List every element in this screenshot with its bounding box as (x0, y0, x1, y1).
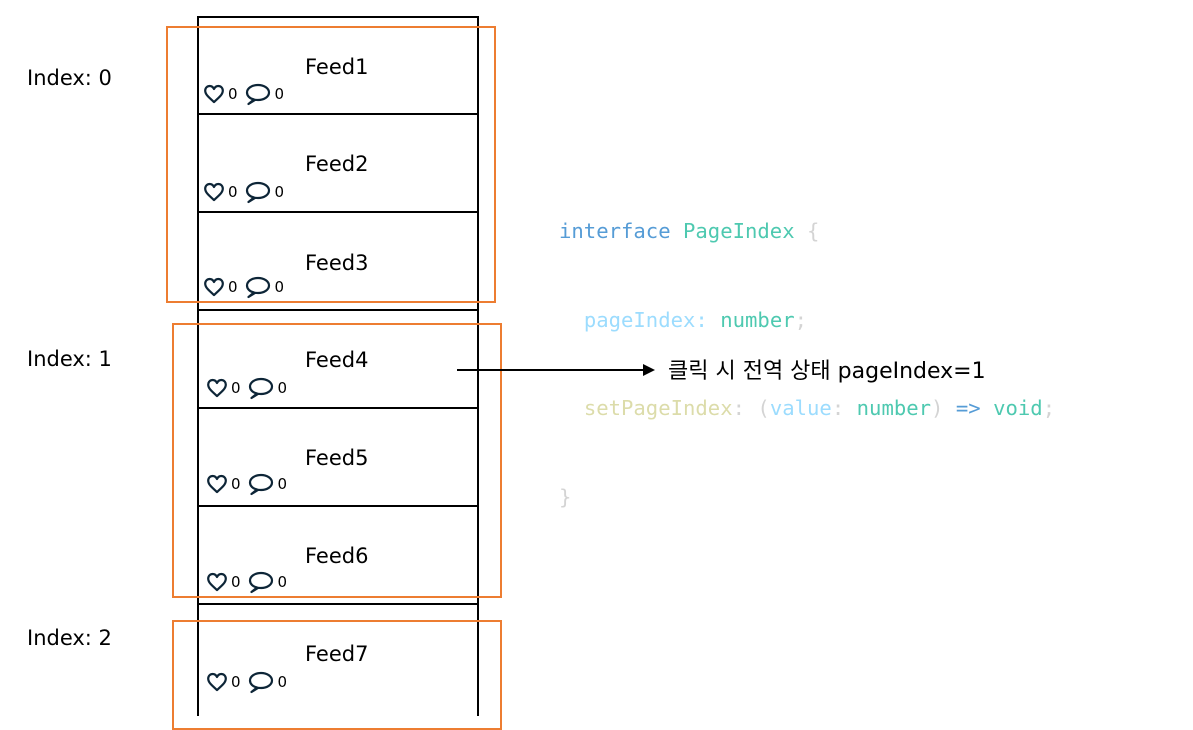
speech-bubble-icon (248, 671, 275, 694)
feed-divider (197, 309, 479, 311)
heart-icon (206, 572, 228, 592)
feed-title: Feed2 (305, 152, 369, 176)
feed-title: Feed7 (305, 642, 369, 666)
feed-title: Feed6 (305, 544, 369, 568)
heart-icon (206, 474, 228, 494)
comment-count: 0 (277, 573, 288, 591)
heart-icon (206, 672, 228, 692)
code-semicolon: ; (1042, 396, 1056, 420)
feed-reactions: 0 0 (203, 82, 291, 106)
code-paren: ( (757, 396, 770, 420)
code-type: void (993, 396, 1043, 420)
feed-reactions: 0 0 (206, 376, 294, 400)
page-group-box (172, 323, 502, 598)
speech-bubble-icon (245, 276, 272, 299)
feed-divider (197, 505, 479, 507)
code-type-name: PageIndex (683, 219, 795, 243)
page-group-box (166, 26, 496, 303)
feed-reactions: 0 0 (206, 570, 294, 594)
code-snippet: interface PageIndex { pageIndex: number;… (559, 158, 1055, 542)
speech-bubble-icon (248, 377, 275, 400)
heart-icon (203, 84, 225, 104)
feed-title: Feed1 (305, 55, 369, 79)
heart-icon (206, 378, 228, 398)
speech-bubble-icon (248, 473, 275, 496)
code-brace: { (807, 219, 820, 243)
feed-title: Feed3 (305, 251, 369, 275)
comment-count: 0 (277, 673, 288, 691)
heart-icon (203, 182, 225, 202)
feed-divider (197, 211, 479, 213)
like-count: 0 (228, 278, 238, 296)
code-keyword: interface (559, 219, 671, 243)
like-count: 0 (231, 379, 241, 397)
comment-count: 0 (277, 475, 288, 493)
like-count: 0 (228, 183, 238, 201)
speech-bubble-icon (245, 83, 272, 106)
feed-divider (197, 603, 479, 605)
code-line: interface PageIndex { (559, 217, 1055, 247)
feed-title: Feed4 (305, 348, 369, 372)
arrow-line (457, 369, 645, 371)
comment-count: 0 (274, 85, 285, 103)
code-type: number (856, 396, 932, 420)
code-colon: : (732, 396, 746, 420)
feed-reactions: 0 0 (203, 275, 291, 299)
speech-bubble-icon (248, 571, 275, 594)
arrow-head (643, 364, 655, 376)
code-paren: ) (931, 396, 944, 420)
code-arrow: => (955, 396, 981, 420)
feed-divider (197, 407, 479, 409)
like-count: 0 (231, 673, 241, 691)
code-colon: : (831, 396, 845, 420)
speech-bubble-icon (245, 181, 272, 204)
page-index-label: Index: 2 (27, 626, 112, 650)
code-param: value (769, 396, 832, 420)
page-index-label: Index: 0 (27, 66, 112, 90)
feed-reactions: 0 0 (206, 670, 294, 694)
code-method: setPageIndex (583, 396, 733, 420)
like-count: 0 (231, 573, 241, 591)
click-annotation: 클릭 시 전역 상태 pageIndex=1 (668, 359, 986, 384)
code-semicolon: ; (794, 307, 808, 332)
code-colon: : (695, 307, 708, 332)
code-line: } (559, 483, 1055, 513)
code-line: pageIndex: number; (559, 306, 1055, 336)
feed-reactions: 0 0 (206, 472, 294, 496)
comment-count: 0 (277, 379, 288, 397)
code-type: number (720, 307, 795, 332)
feed-reactions: 0 0 (203, 180, 291, 204)
code-brace: } (559, 484, 572, 509)
feed-title: Feed5 (305, 446, 369, 470)
comment-count: 0 (274, 278, 285, 296)
feed-divider (197, 113, 479, 115)
like-count: 0 (231, 475, 241, 493)
like-count: 0 (228, 85, 238, 103)
feed-list (197, 16, 479, 716)
code-line: setPageIndex: (value: number) => void; (559, 394, 1055, 424)
code-property: pageIndex (583, 307, 696, 332)
comment-count: 0 (274, 183, 285, 201)
page-index-label: Index: 1 (27, 347, 112, 371)
heart-icon (203, 277, 225, 297)
